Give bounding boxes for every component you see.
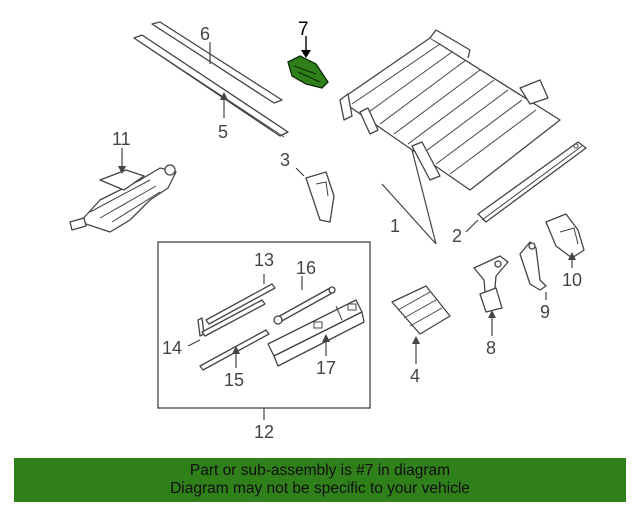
- banner-line-1: Part or sub-assembly is #7 in diagram: [189, 462, 451, 479]
- part-4-mat[interactable]: [391, 285, 451, 335]
- part-3-bracket[interactable]: [305, 171, 335, 223]
- leader-1: [381, 149, 437, 245]
- callout-3: 3: [280, 150, 290, 170]
- callout-12: 12: [254, 422, 274, 442]
- arrow-10: [568, 252, 576, 260]
- arrow-7: [301, 50, 311, 58]
- callout-16: 16: [296, 258, 316, 278]
- leader-14: [187, 339, 201, 347]
- part-5-strip[interactable]: [133, 34, 289, 138]
- arrow-5: [220, 92, 228, 100]
- part-9-hanger[interactable]: [519, 241, 547, 291]
- part-1-bed-floor[interactable]: [339, 29, 561, 191]
- part-6-strip[interactable]: [151, 21, 283, 104]
- arrow-11: [118, 166, 126, 174]
- callout-6: 6: [200, 24, 210, 44]
- arrow-17: [322, 334, 330, 342]
- callout-11: 11: [112, 129, 131, 149]
- callout-10: 10: [562, 270, 582, 290]
- callout-8: 8: [486, 338, 496, 358]
- banner-line-2: Diagram may not be specific to your vehi…: [170, 480, 470, 497]
- part-13-rod[interactable]: [205, 283, 276, 325]
- callout-7: 7: [298, 19, 309, 40]
- callout-9: 9: [540, 302, 550, 322]
- callout-5: 5: [218, 122, 228, 142]
- part-10-cover[interactable]: [545, 213, 585, 259]
- callout-4: 4: [410, 366, 420, 386]
- part-17-tool-bag[interactable]: [267, 299, 365, 367]
- arrow-8: [488, 310, 496, 318]
- leader-2: [465, 219, 479, 233]
- part-11-jack[interactable]: [69, 164, 177, 233]
- callout-14: 14: [162, 338, 182, 358]
- callout-17: 17: [316, 358, 336, 378]
- part-2-sill[interactable]: [477, 141, 587, 223]
- arrow-15: [232, 346, 240, 354]
- callout-2: 2: [452, 226, 462, 246]
- callout-1: 1: [390, 216, 400, 236]
- part-14-handle[interactable]: [197, 299, 266, 337]
- part-8-carrier[interactable]: [473, 255, 509, 313]
- callout-13: 13: [254, 250, 274, 270]
- callout-15: 15: [224, 370, 244, 390]
- parts-diagram: 6 7 5 3 11 1 2 13 16 14 15 17 12 4 8 9 1…: [69, 19, 587, 442]
- part-16-wrench[interactable]: [273, 286, 336, 325]
- arrow-4: [412, 336, 420, 344]
- notice-banner: Part or sub-assembly is #7 in diagram Di…: [14, 458, 626, 502]
- leader-3: [295, 167, 305, 177]
- part-7-highlighted[interactable]: [287, 55, 329, 89]
